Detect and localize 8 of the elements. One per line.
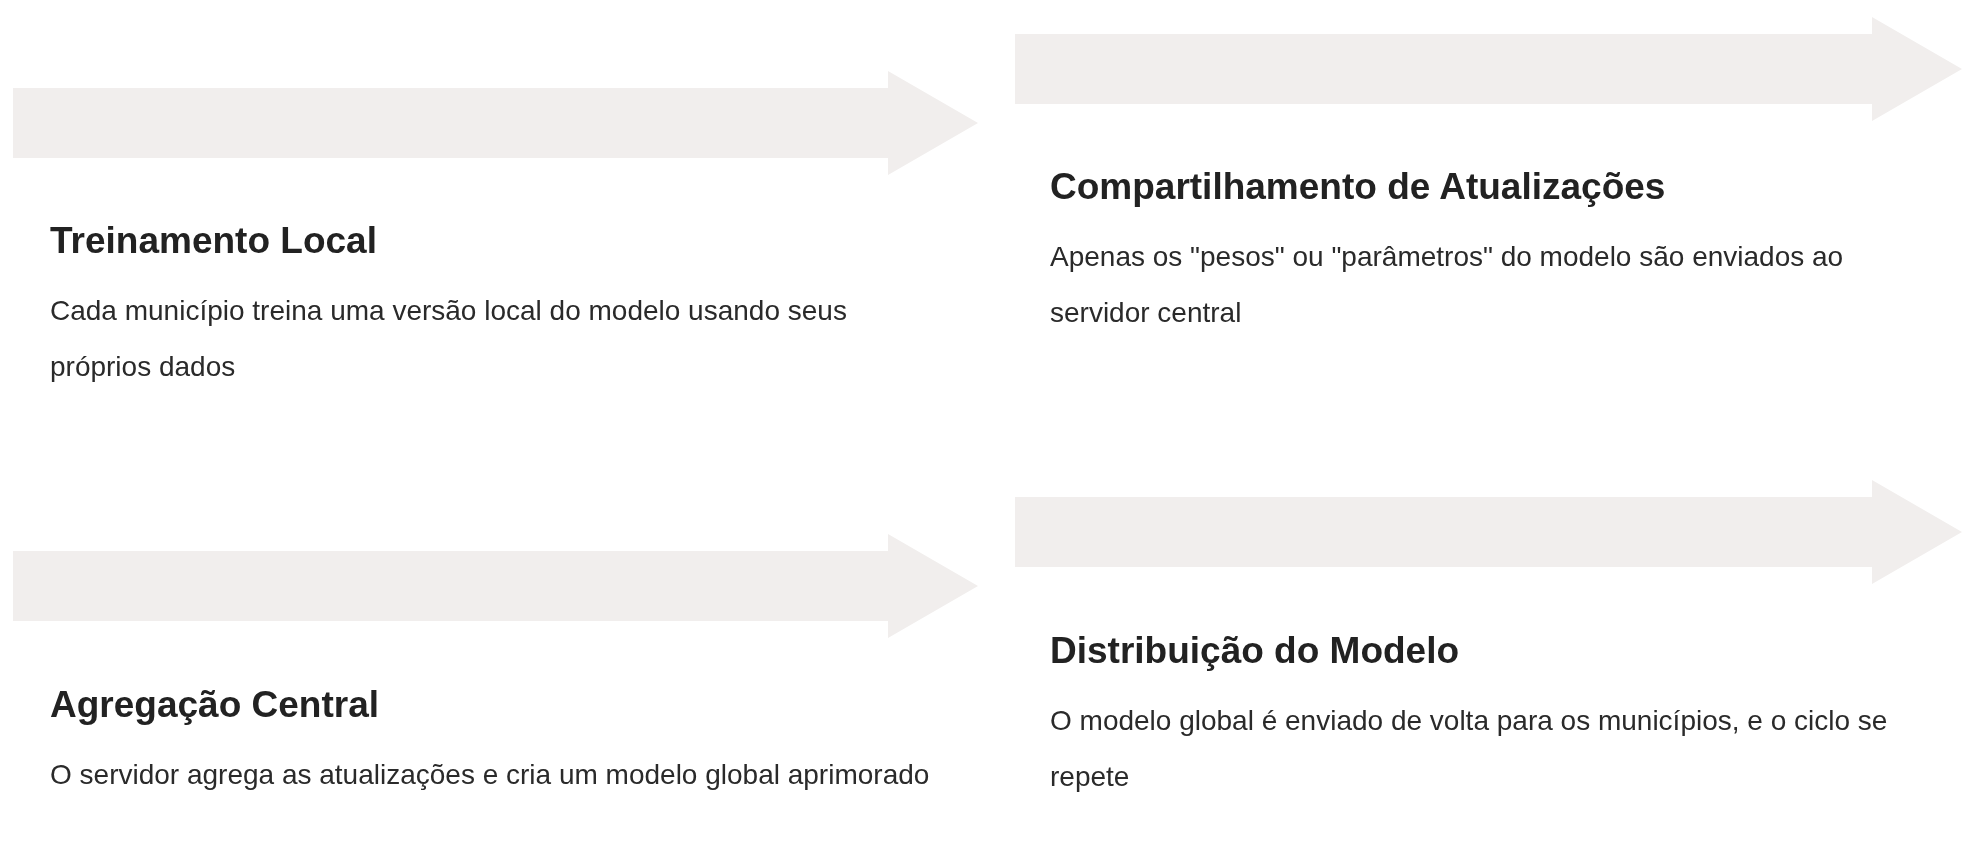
step-description: Apenas os "pesos" ou "parâmetros" do modelo são enviados ao servidor central xyxy=(1050,240,1845,330)
step-heading: Agregação Central xyxy=(50,683,380,727)
step-heading: Treinamento Local xyxy=(50,219,378,263)
step-description: Cada município treina uma versão local do modelo usando seus próprios dados xyxy=(50,294,848,384)
step-description: O modelo global é enviado de volta para os municípios, e o ciclo se repete xyxy=(1050,704,1889,794)
step-heading: Compartilhamento de Atualizações xyxy=(1050,165,1667,209)
step-description: O servidor agrega as atualizações e cria um modelo global aprimorado xyxy=(50,758,931,792)
step-heading: Distribuição do Modelo xyxy=(1050,629,1461,673)
